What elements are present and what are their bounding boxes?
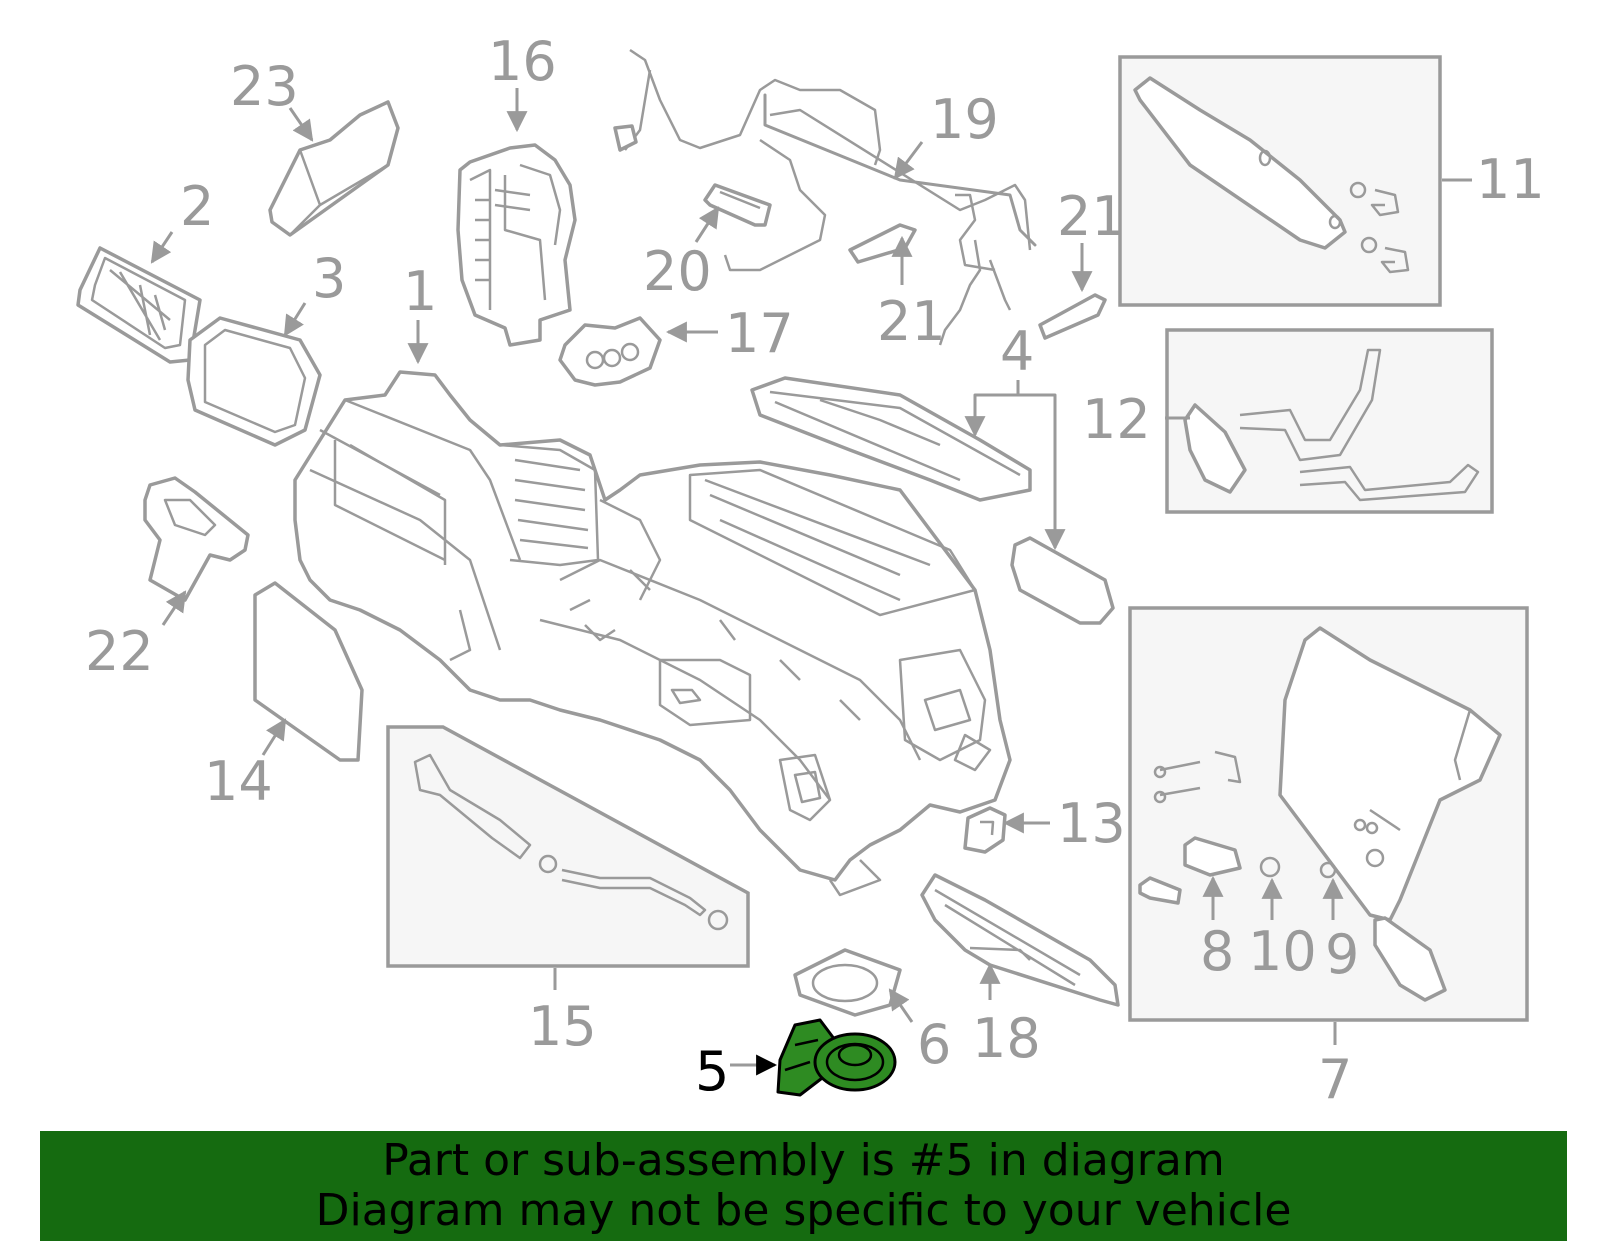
box-15 — [386, 725, 750, 968]
callout-15: 15 — [528, 995, 597, 1058]
part-23 — [268, 100, 400, 237]
part-21-clip-center — [848, 223, 917, 264]
part-3-filter-frame — [186, 316, 322, 447]
banner-line-2: Diagram may not be specific to your vehi… — [315, 1185, 1292, 1236]
callout-21a: 21 — [877, 290, 946, 353]
part-19-wiring-harness — [613, 48, 1037, 346]
part-12-contents — [1183, 348, 1480, 502]
banner-line-1: Part or sub-assembly is #5 in diagram — [382, 1135, 1225, 1186]
part-17 — [558, 316, 662, 387]
part-14-filter — [253, 581, 364, 762]
callout-18: 18 — [972, 1007, 1041, 1070]
part-1-hvac-housing — [293, 370, 1012, 897]
callout-14: 14 — [204, 750, 273, 813]
part-22 — [143, 476, 250, 602]
part-20 — [703, 183, 772, 227]
callout-19: 19 — [930, 88, 999, 151]
parts-diagram: 1 2 3 23 16 17 19 20 21 21 4 11 12 22 14… — [76, 30, 1545, 1111]
callout-7: 7 — [1318, 1048, 1352, 1111]
part-21-clip-right — [1038, 293, 1107, 340]
callout-21b: 21 — [1057, 185, 1126, 248]
part-5-highlighted — [776, 1018, 897, 1097]
callout-16: 16 — [488, 30, 557, 93]
callout-labels: 1 2 3 23 16 17 19 20 21 21 4 11 12 22 14… — [85, 30, 1545, 1111]
callout-4: 4 — [1000, 320, 1034, 383]
part-7-contents — [1138, 626, 1502, 1002]
callout-13: 13 — [1057, 792, 1126, 855]
callout-20: 20 — [643, 240, 712, 303]
part-11-contents — [1133, 76, 1410, 274]
part-16-blower — [456, 143, 577, 347]
callout-6: 6 — [917, 1013, 951, 1076]
leaders — [150, 88, 1472, 1076]
part-6-seal — [793, 948, 902, 1017]
callout-23: 23 — [230, 55, 299, 118]
callout-3: 3 — [312, 247, 346, 310]
callout-17: 17 — [725, 302, 794, 365]
callout-2: 2 — [180, 175, 214, 238]
info-banner: Part or sub-assembly is #5 in diagram Di… — [40, 1131, 1567, 1241]
callout-1: 1 — [403, 260, 437, 323]
part-13 — [963, 806, 1007, 854]
callout-8: 8 — [1200, 920, 1234, 983]
part-4-filter-tray — [750, 376, 1115, 625]
callout-5: 5 — [695, 1040, 729, 1103]
part-2 — [76, 246, 202, 364]
callout-22: 22 — [85, 620, 154, 683]
part-15-contents — [413, 753, 729, 931]
part-18-duct — [920, 873, 1120, 1007]
callout-12: 12 — [1082, 388, 1151, 451]
callout-9: 9 — [1325, 923, 1359, 986]
callout-11: 11 — [1476, 148, 1545, 211]
callout-10: 10 — [1248, 920, 1317, 983]
